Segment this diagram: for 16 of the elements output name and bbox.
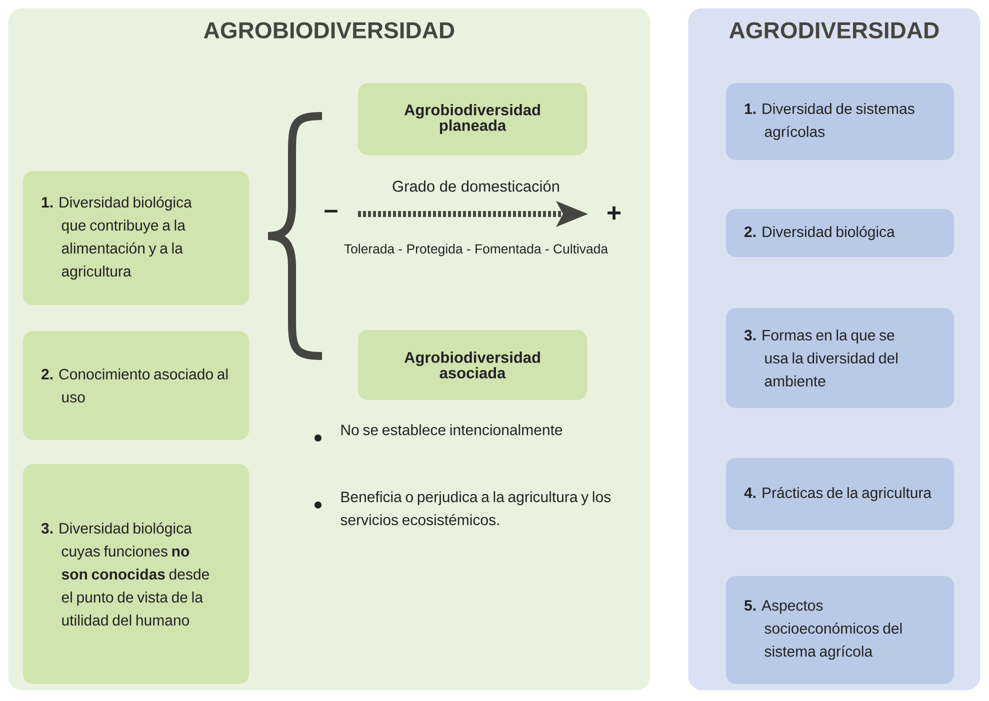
scale-sign: + <box>608 206 621 220</box>
item-box: 3. Diversidad biológica cuyas funciones no son conocidas desde el punto de vista de la utilidad del humano <box>23 464 249 684</box>
scale-label: Grado de domesticación <box>392 180 559 192</box>
item-box: 2. Diversidad biológica <box>726 209 954 257</box>
bullet-text: Beneficia o perjudica a la agricultura y los servicios ecosistémicos. <box>340 491 611 526</box>
item-box: 1. Diversidad biológica que contribuye a la alimentación y a la agricultura <box>23 171 249 305</box>
scale-label: Tolerada - Protegida - Fomentada - Cultivada <box>344 244 608 256</box>
item-box: 5. Aspectos socioeconómicos del sistema agrícola <box>726 576 954 684</box>
category-box: Agrobiodiversidad planeada <box>358 83 587 155</box>
bullet-text: No se establece intencionalmente <box>341 424 562 436</box>
scale-sign: – <box>324 210 338 212</box>
item-box: 1. Diversidad de sistemas agrícolas <box>726 83 954 160</box>
item-box: 3. Formas en la que se usa la diversidad del ambiente <box>726 308 954 408</box>
category-box: Agrobiodiversidad asociada <box>358 330 587 400</box>
item-box: 4. Prácticas de la agricultura <box>726 458 954 530</box>
item-box: 2. Conocimiento asociado al uso <box>23 331 249 440</box>
